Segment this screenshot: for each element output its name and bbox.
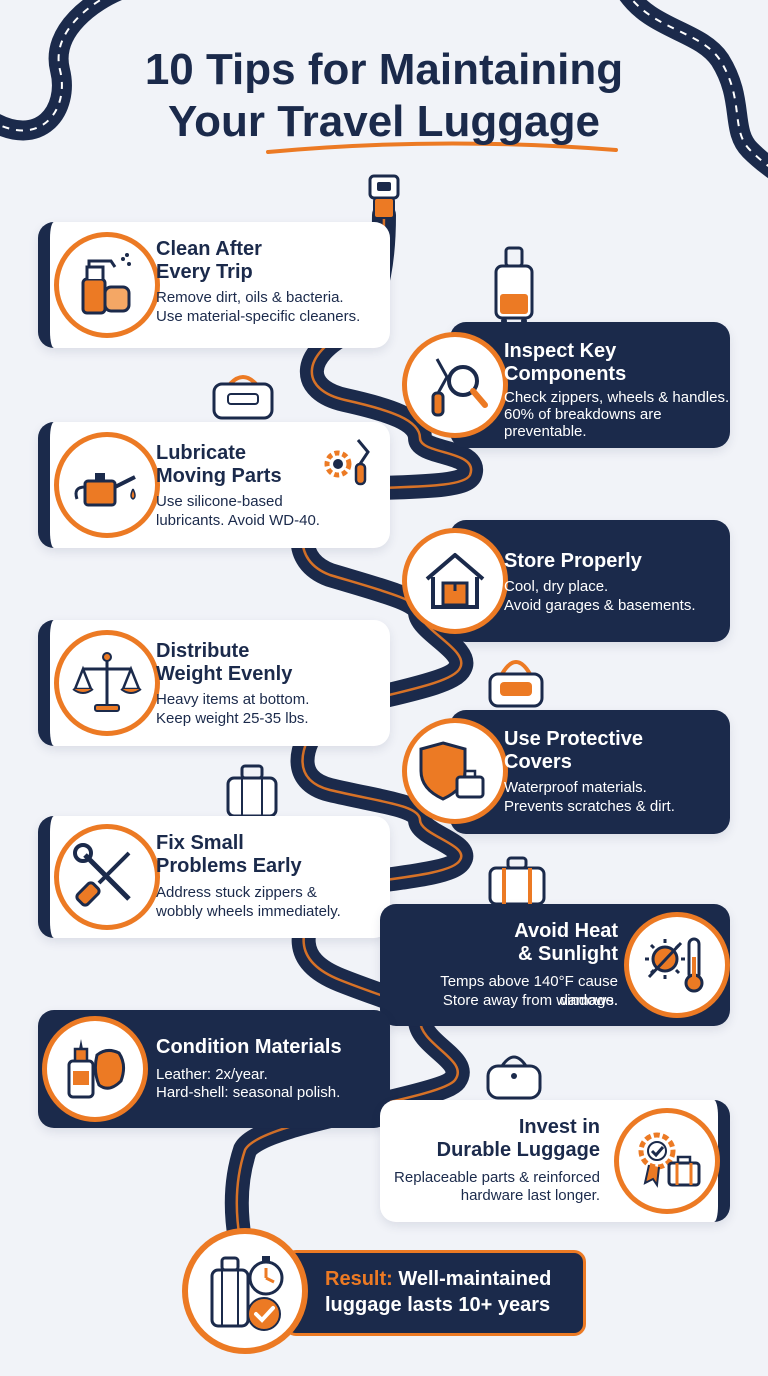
tip-description: Temps above 140°F cause damage. (440, 973, 618, 1009)
tip-description: Use material-specific cleaners. (156, 308, 361, 325)
title-underline (266, 141, 618, 154)
zipper-magnifier-icon (431, 358, 488, 417)
tip-title: Components (504, 363, 627, 385)
tip-icon-circle (54, 432, 160, 538)
oil-can-icon (74, 473, 136, 507)
result-label: Result: (325, 1268, 393, 1290)
tip-description: Keep weight 25-35 lbs. (156, 710, 309, 727)
sun-thermometer-icon (645, 937, 704, 993)
briefcase-icon (226, 764, 278, 818)
tip-description: Leather: 2x/year. (156, 1066, 268, 1083)
tip-description: Address stuck zippers & (156, 884, 317, 901)
tip-title: Store Properly (504, 550, 642, 572)
tip-card-covers: Use Protective Covers Waterproof materia… (402, 710, 730, 834)
tip-card-weight: Distribute Weight Evenly Heavy items at … (38, 620, 390, 746)
result-line-2: luggage lasts 10+ years (325, 1294, 551, 1316)
tip-description: Heavy items at bottom. (156, 691, 310, 708)
trunk-suitcase-icon (488, 856, 546, 906)
balance-scale-icon (72, 652, 142, 712)
tip-description: Use silicone-based (156, 493, 283, 510)
tip-title: Covers (504, 751, 572, 773)
duffel-bag-icon (212, 375, 274, 420)
tip-icon-circle (624, 912, 730, 1018)
tip-icon-circle (54, 232, 160, 338)
tip-title: & Sunlight (518, 943, 618, 965)
tip-card-heat: Avoid Heat & Sunlight Temps above 140°F … (380, 904, 730, 1026)
tip-description: wobbly wheels immediately. (156, 903, 341, 920)
tip-title: Weight Evenly (156, 663, 293, 685)
suitcase-stopwatch-check-icon (210, 1256, 284, 1331)
tip-card-lubricate: Lubricate Moving Parts Use silicone-base… (38, 422, 390, 548)
badge-suitcase-icon (638, 1132, 701, 1188)
tip-title: Fix Small (156, 832, 244, 854)
tip-title: Problems Early (156, 855, 302, 877)
tip-description: Replaceable parts & reinforced (394, 1169, 600, 1186)
handbag-icon (488, 660, 544, 708)
tip-title: Inspect Key (504, 340, 617, 362)
result-line-1: Result: Well-maintained (325, 1267, 551, 1292)
tip-icon-circle (402, 332, 508, 438)
spray-bottle-sponge-icon (81, 253, 131, 315)
tip-card-inspect: Inspect Key Components Check zippers, wh… (402, 322, 730, 448)
tip-description: lubricants. Avoid WD-40. (156, 512, 320, 529)
page-title-line-1: 10 Tips for Maintaining (144, 45, 624, 94)
tip-description: 60% of breakdowns are (504, 406, 662, 423)
tip-icon-circle (54, 630, 160, 736)
tip-title: Durable Luggage (436, 1139, 600, 1161)
tip-card-condition: Condition Materials Leather: 2x/year. Ha… (38, 1010, 390, 1128)
tip-title: Distribute (156, 640, 250, 662)
tip-icon-circle (402, 718, 508, 824)
shield-suitcase-icon (419, 741, 485, 801)
gym-bag-icon (486, 1055, 542, 1100)
tip-description: Hard-shell: seasonal polish. (156, 1084, 341, 1101)
tip-card-store: Store Properly Cool, dry place. Avoid ga… (402, 520, 730, 642)
tip-title: Invest in (518, 1116, 600, 1138)
tip-icon-circle (614, 1108, 720, 1214)
tip-icon-circle (42, 1016, 148, 1122)
tip-description: Store away from windows. (442, 992, 618, 1009)
result-banner: Result: Well-maintained luggage lasts 10… (284, 1250, 586, 1336)
page-title-line-2: Your Travel Luggage (168, 97, 600, 146)
tip-icon-circle (54, 824, 160, 930)
result-icon-circle (182, 1228, 308, 1354)
tip-description: Cool, dry place. (504, 578, 609, 595)
tip-description: hardware last longer. (460, 1187, 600, 1204)
tip-description: Waterproof materials. (504, 779, 647, 796)
tip-card-fix: Fix Small Problems Early Address stuck z… (38, 816, 390, 938)
result-text: Well-maintained (398, 1268, 552, 1290)
rolling-suitcase-icon (494, 246, 534, 324)
tip-card-invest: Invest in Durable Luggage Replaceable pa… (380, 1100, 730, 1222)
house-box-icon (425, 553, 485, 609)
tip-title: Use Protective (504, 728, 643, 750)
conditioner-bottle-leather-icon (67, 1039, 126, 1099)
tip-title: Avoid Heat (514, 920, 618, 942)
luggage-tag-icon (368, 174, 400, 219)
tip-card-clean: Clean After Every Trip Remove dirt, oils… (38, 222, 390, 348)
tip-description: Avoid garages & basements. (504, 597, 696, 614)
tip-icon-circle (402, 528, 508, 634)
tip-title: Lubricate (156, 442, 247, 464)
tip-title: Moving Parts (156, 465, 282, 487)
tip-title: Clean After (156, 238, 262, 260)
tip-title: Every Trip (156, 261, 253, 283)
tip-description: Check zippers, wheels & handles. (504, 389, 730, 406)
tip-description: Remove dirt, oils & bacteria. (156, 289, 344, 306)
wrench-screwdriver-icon (73, 843, 131, 907)
tip-title: Condition Materials (156, 1036, 342, 1058)
tip-description: Prevents scratches & dirt. (504, 798, 675, 815)
tip-description: preventable. (504, 423, 587, 440)
gear-zipper-icon (324, 439, 370, 486)
